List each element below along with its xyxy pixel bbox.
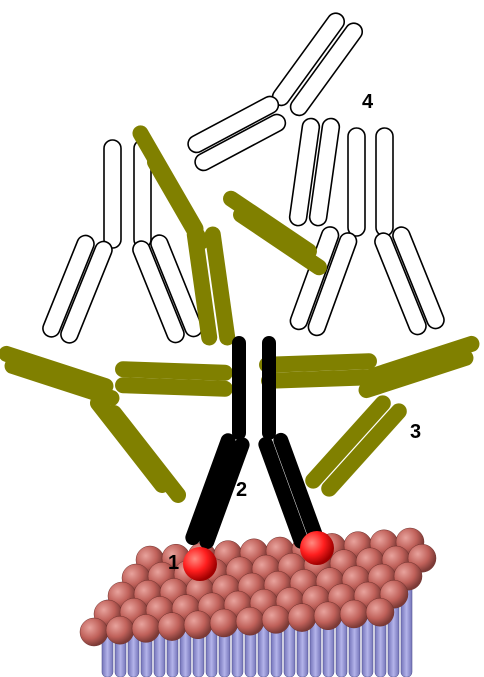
surface-lattice [80,528,436,677]
lattice-sphere [366,598,394,626]
label-3: 3 [410,421,421,443]
lattice-sphere [210,609,238,637]
lattice-sphere [106,616,134,644]
label-4: 4 [362,91,374,113]
bead-left [183,547,217,581]
lattice-sphere [262,605,290,633]
lattice-sphere [80,618,108,646]
tertiary-antibody-top [185,10,366,227]
lattice-sphere [132,614,160,642]
lattice-sphere [236,607,264,635]
lattice-sphere [340,600,368,628]
lattice-sphere [158,613,186,641]
label-2: 2 [236,479,247,501]
secondary-antibody-left [0,344,233,506]
bead-right [300,531,334,565]
lattice-sphere [184,611,212,639]
lattice-sphere [288,604,316,632]
tertiary-antibody-left [40,140,204,345]
tertiary-antibodies [40,10,446,346]
label-1: 1 [168,552,179,574]
lattice-sphere [314,602,342,630]
